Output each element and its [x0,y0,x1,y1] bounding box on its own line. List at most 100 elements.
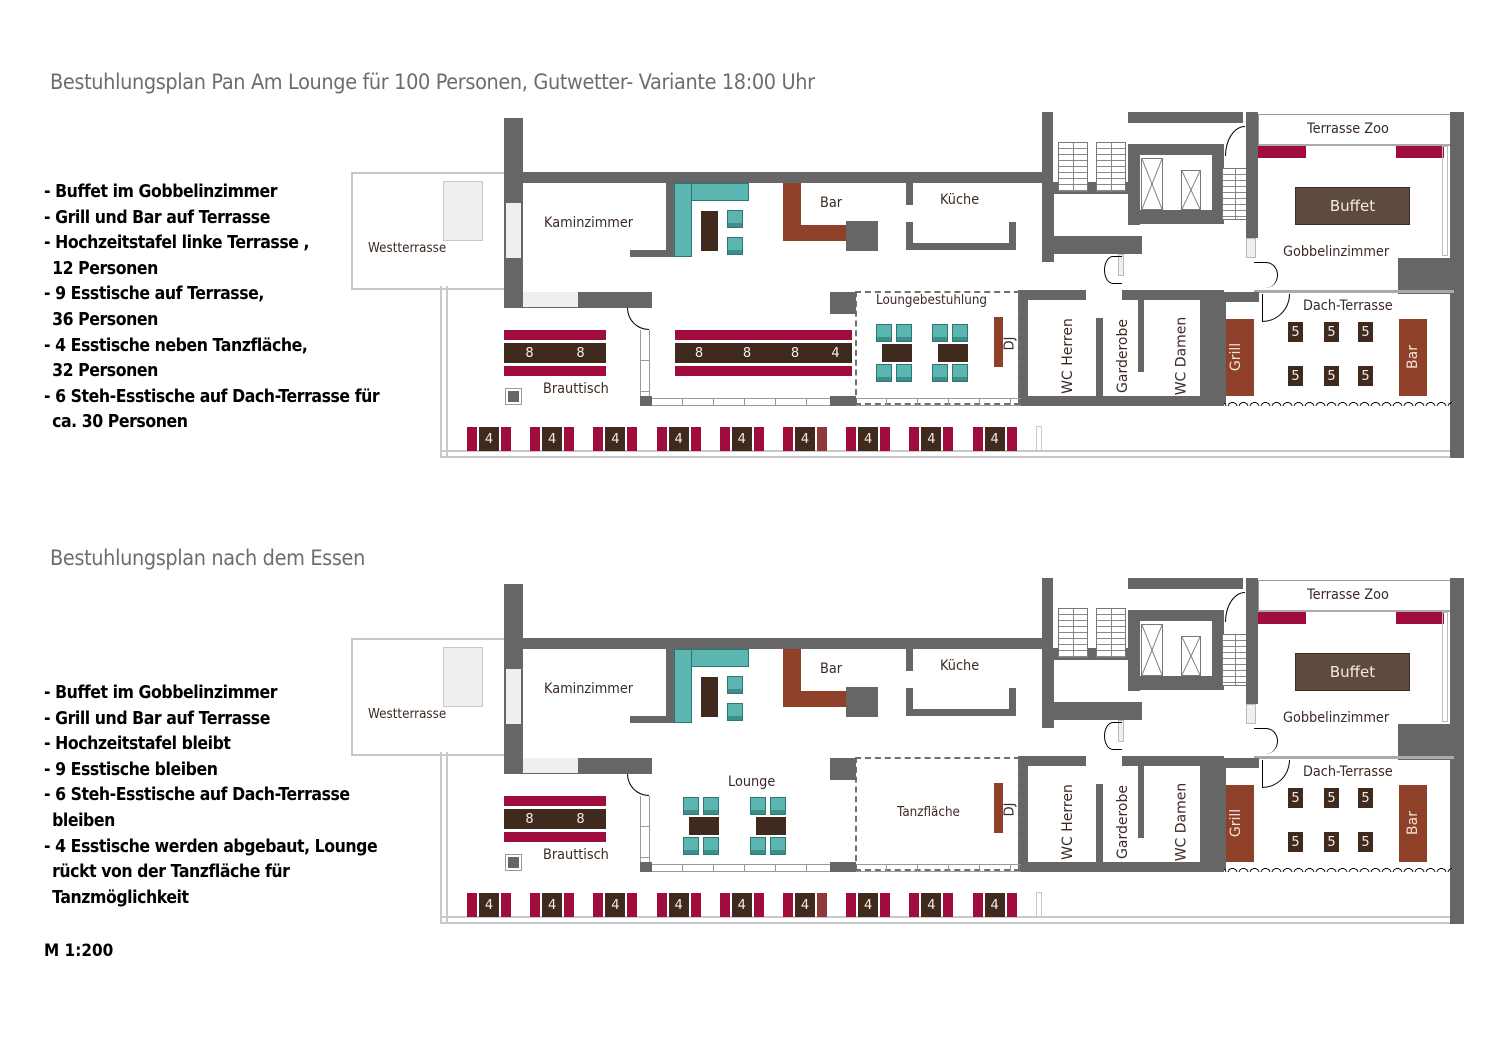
room-label-westterrasse: Westterrasse [368,241,447,256]
room-label-westterrasse: Westterrasse [368,707,447,722]
window-rail [652,398,832,406]
bench [504,330,606,340]
dining-table-segment: 8 [675,343,723,363]
standing-table: 5 [1288,322,1303,342]
elevator [1181,170,1201,210]
door-swing [1262,294,1290,322]
wall [1009,688,1016,716]
bench [530,427,541,451]
wall [1398,724,1452,760]
planter-bench [1258,146,1306,158]
terrace-table: 4 [921,427,942,451]
door-swing [1225,592,1245,622]
coffee-table [701,677,718,717]
door-swing [1225,126,1245,156]
room-label-wc-damen: WC Damen [1173,316,1190,396]
bench [593,893,604,917]
wall [666,183,674,257]
room-label-garderobe: Garderobe [1114,319,1131,393]
wall [1018,290,1028,406]
bench [504,832,606,842]
window-rail [856,864,1021,872]
window [1442,146,1448,256]
wall [1246,112,1258,238]
wall [1128,676,1222,690]
dj-label: DJ [1002,802,1018,817]
standing-table: 5 [1288,366,1303,386]
westterrasse-outline [351,172,506,290]
wall [1128,611,1140,691]
elevator [1181,636,1201,676]
notes-after-dinner: - Buffet im Gobbelinzimmer- Grill und Ba… [44,681,378,911]
wall [1246,578,1258,704]
room-label-gobbelinzimmer: Gobbelinzimmer [1283,244,1390,260]
wall [1138,300,1144,372]
door-swing [1254,262,1278,288]
room-label-terrasse-zoo: Terrasse Zoo [1307,121,1389,137]
terrace-table: 4 [542,893,563,917]
room-label-terrasse-zoo: Terrasse Zoo [1307,587,1389,603]
terrace-post [1036,426,1042,452]
wall [1042,112,1053,192]
wall [1450,578,1464,924]
grill-label: Grill [1228,342,1245,372]
terrace-table: 4 [984,427,1005,451]
bar-counter [783,691,848,707]
wall [1214,292,1226,404]
wall [1200,300,1214,406]
window [523,292,578,307]
bench [593,427,604,451]
terrace-outline [440,286,448,458]
bench [817,427,827,451]
lounge-chair [727,703,743,721]
note-item-continuation: rückt von der Tanzfläche für [52,862,290,883]
bench [880,427,891,451]
terrace-table: 4 [731,427,752,451]
wall [906,183,913,205]
bench [530,893,541,917]
terrace-bar-label: Bar [1404,811,1421,835]
note-item: - Buffet im Gobbelinzimmer [44,182,278,202]
grill-station: Grill [1226,319,1254,396]
wall [906,688,913,716]
wall [666,649,674,723]
staircase [1222,168,1248,220]
wall [1128,144,1224,155]
wall [1122,290,1224,300]
bench [972,427,983,451]
lounge-table [938,344,968,362]
staircase [1058,608,1088,658]
note-item: - 4 Esstische werden abgebaut, Lounge [44,836,378,857]
wedding-table-segment: 8 [555,809,606,829]
wall [1450,112,1464,458]
lounge-chair [876,324,892,342]
bench [675,366,852,376]
westterrasse-outline [351,638,506,756]
bench [504,366,606,376]
dining-table-segment: 8 [723,343,771,363]
corner-sofa [674,183,692,257]
wall [1214,758,1259,768]
bench [943,893,954,917]
note-item-continuation: bleiben [52,810,115,831]
terrace-bar: Bar [1399,319,1427,396]
window-rail [856,398,1021,406]
wall [1009,222,1016,250]
door-swing [1262,760,1290,788]
corner-sofa [674,649,692,723]
bench [943,427,954,451]
terrace-bar: Bar [1399,785,1427,862]
door-frame [1246,238,1256,258]
lounge-table [689,817,719,835]
room-label-wc-herren: WC Herren [1059,318,1076,394]
window-rail [640,796,650,866]
standing-table: 5 [1324,832,1339,852]
wall [1018,756,1028,872]
note-item: - Hochzeitstafel linke Terrasse , [44,233,310,254]
plan-title-dinner: Bestuhlungsplan Pan Am Lounge für 100 Pe… [50,70,815,94]
room-label-dach-terrasse: Dach-Terrasse [1303,764,1393,780]
wall [504,172,1044,183]
terrace-table: 4 [795,427,815,451]
bench [467,427,477,451]
